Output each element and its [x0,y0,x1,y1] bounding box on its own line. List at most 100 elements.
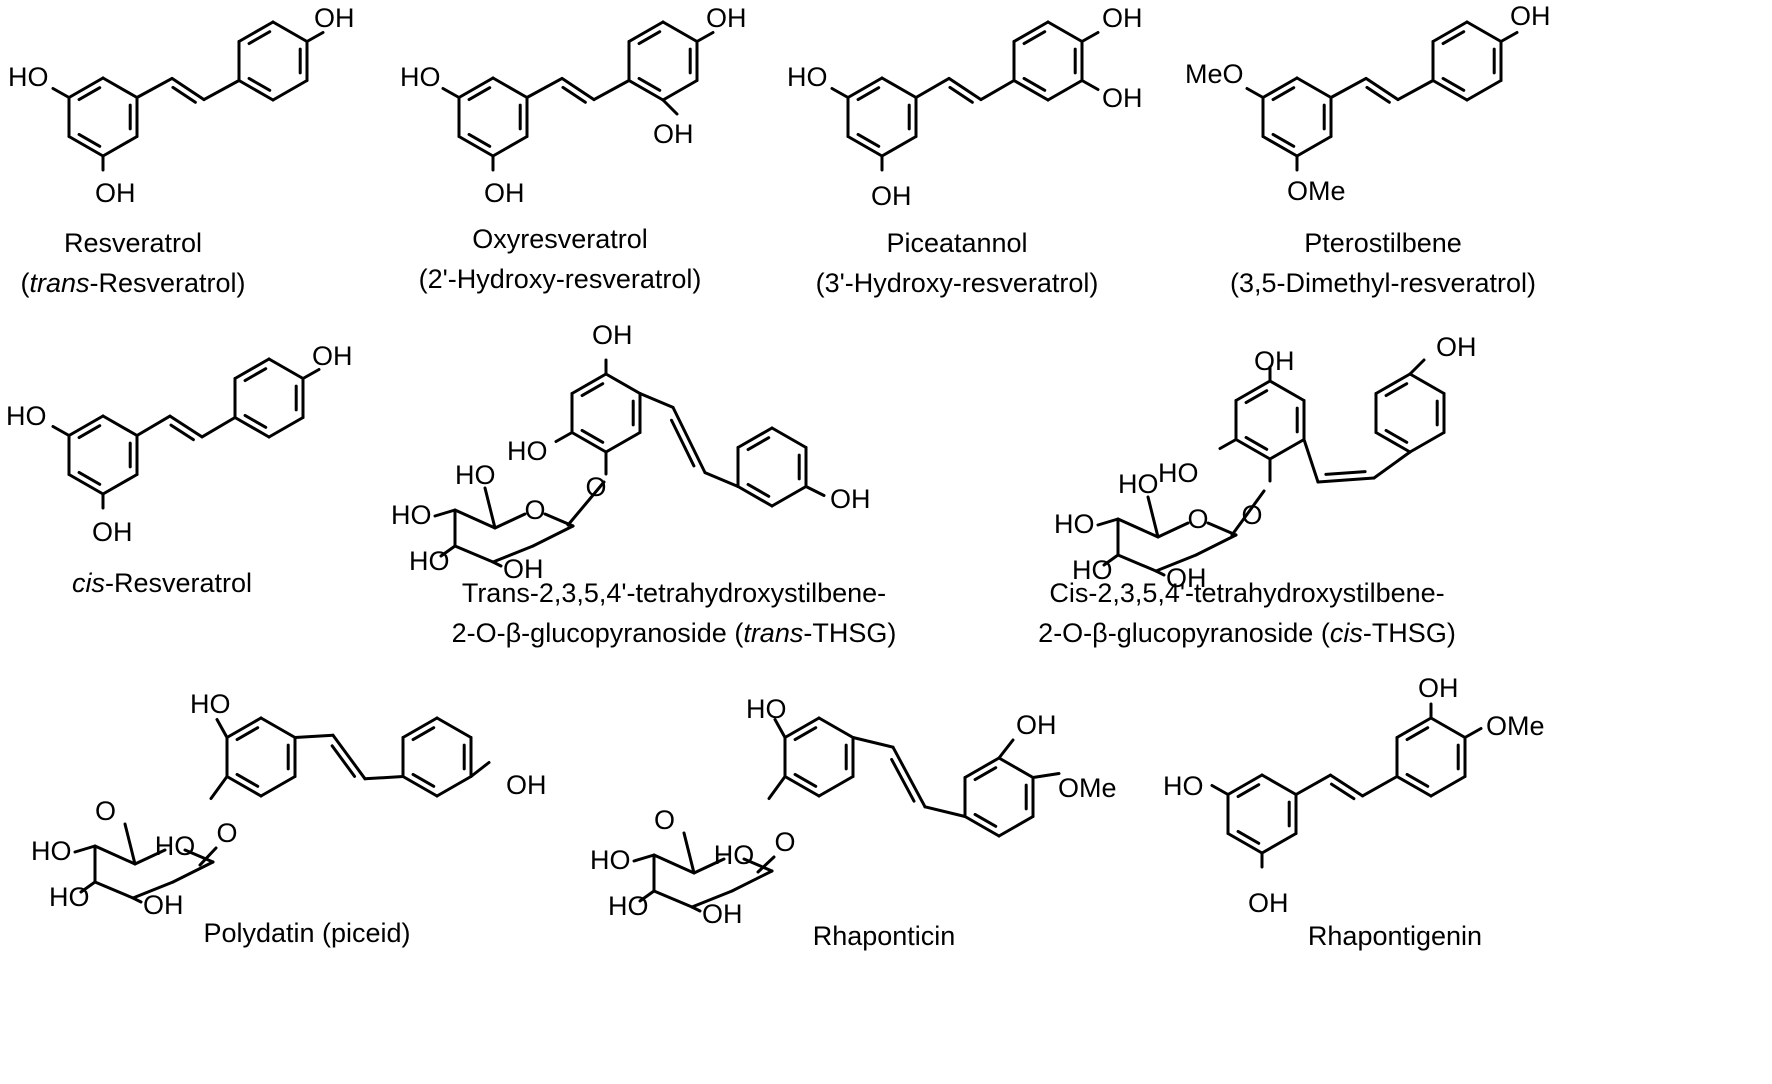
trans-thsg-atom-7: HO [409,546,450,576]
resveratrol-caption-segment: Resveratrol [64,228,202,258]
rhapontigenin-atom-3: OH [1248,888,1289,918]
rhaponticin-atom-5: O [654,805,675,835]
cis-thsg-atom-6: HO [1054,509,1095,539]
piceatannol-caption-line-0: Piceatannol [886,228,1027,258]
rhaponticin-atom-7: HO [608,891,649,921]
piceatannol-caption-line-1: (3'-Hydroxy-resveratrol) [816,268,1099,298]
trans-thsg-caption-line-0: Trans-2,3,5,4'-tetrahydroxystilbene- [462,578,886,608]
resveratrol-structure: OH HO OH Resveratrol (trans-Resveratrol) [8,3,355,298]
trans-thsg-caption-segment: 2-O-β-glucopyranoside ( [452,618,744,648]
rhapontigenin-atom-2: HO [1163,771,1204,801]
oxyresveratrol-atom-1: HO [400,62,441,92]
polydatin-atom-2: O [216,818,237,848]
cis-resveratrol-structure: OH HO OH cis-Resveratrol [6,341,353,598]
resveratrol-caption-line-0: Resveratrol [64,228,202,258]
oxyresveratrol-structure: OH HO OH OH Oxyresveratrol (2'-Hydroxy-resver… [400,3,747,294]
cis-thsg-atom-5: O [1187,504,1208,534]
trans-thsg-atom-8: OH [503,554,544,584]
pterostilbene-caption-line-0: Pterostilbene [1304,228,1462,258]
pterostilbene-caption-segment: (3,5-Dimethyl-resveratrol) [1230,268,1536,298]
resveratrol-atom-0: OH [314,3,355,33]
trans-thsg-atom-1: HO [507,436,548,466]
trans-thsg-caption-line-1: 2-O-β-glucopyranoside (trans-THSG) [452,618,897,648]
oxyresveratrol-atom-0: OH [706,3,747,33]
pterostilbene-atom-2: OMe [1287,176,1346,206]
cis-thsg-atom-4: HO [1118,469,1159,499]
rhapontigenin-atom-0: OH [1418,673,1459,703]
resveratrol-caption-line-1: (trans-Resveratrol) [20,268,245,298]
rhapontigenin-caption-segment: Rhapontigenin [1308,921,1482,951]
oxyresveratrol-caption-segment: (2'-Hydroxy-resveratrol) [419,264,702,294]
cis-resveratrol-atom-2: OH [92,517,133,547]
resveratrol-atom-1: HO [8,62,49,92]
polydatin-atom-7: OH [143,890,184,920]
cis-resveratrol-caption-segment: cis [72,568,105,598]
cis-thsg-atom-7: HO [1072,555,1113,585]
rhaponticin-caption-segment: Rhaponticin [813,921,956,951]
cis-resveratrol-atom-0: OH [312,341,353,371]
cis-thsg-atom-1: OH [1436,332,1477,362]
piceatannol-atom-0: OH [1102,3,1143,33]
resveratrol-caption-segment: -Resveratrol) [90,268,246,298]
polydatin-caption-segment: Polydatin (piceid) [203,918,410,948]
oxyresveratrol-atom-2: OH [484,178,525,208]
trans-thsg-atom-2: O [585,472,606,502]
piceatannol-atom-3: OH [871,181,912,211]
cis-thsg-caption-segment: 2-O-β-glucopyranoside ( [1038,618,1330,648]
piceatannol-caption-segment: (3'-Hydroxy-resveratrol) [816,268,1099,298]
rhaponticin-atom-8: OH [702,899,743,929]
rhaponticin-atom-1: OH [1016,710,1057,740]
resveratrol-caption-segment: trans [29,268,89,298]
piceatannol-caption-segment: Piceatannol [886,228,1027,258]
piceatannol-structure: OH OH HO OH Piceatannol (3'-Hydroxy-resveratr… [787,3,1143,298]
cis-resveratrol-caption-line-0: cis-Resveratrol [72,568,252,598]
pterostilbene-atom-1: MeO [1185,59,1244,89]
polydatin-atom-6: HO [49,882,90,912]
rhaponticin-atom-0: HO [746,694,787,724]
piceatannol-atom-1: OH [1102,83,1143,113]
trans-thsg-atom-6: HO [391,500,432,530]
rhaponticin-atom-4: HO [714,840,755,870]
polydatin-atom-1: OH [506,770,547,800]
polydatin-atom-5: HO [31,836,72,866]
cis-thsg-caption-segment: -THSG) [1363,618,1456,648]
oxyresveratrol-caption-segment: Oxyresveratrol [472,224,648,254]
rhapontigenin-caption-line-0: Rhapontigenin [1308,921,1482,951]
cis-thsg-atom-2: HO [1158,458,1199,488]
polydatin-atom-3: HO [155,831,196,861]
rhapontigenin-atom-1: OMe [1486,711,1545,741]
rhaponticin-caption-line-0: Rhaponticin [813,921,956,951]
polydatin-atom-4: O [95,796,116,826]
polydatin-atom-0: HO [190,689,231,719]
resveratrol-atom-2: OH [95,178,136,208]
pterostilbene-atom-0: OH [1510,1,1551,31]
rhaponticin-atom-6: HO [590,845,631,875]
oxyresveratrol-caption-line-1: (2'-Hydroxy-resveratrol) [419,264,702,294]
rhaponticin-atom-2: OMe [1058,773,1117,803]
trans-thsg-atom-4: HO [455,460,496,490]
trans-thsg-caption-segment: -THSG) [803,618,896,648]
cis-resveratrol-atom-1: HO [6,401,47,431]
piceatannol-atom-2: HO [787,62,828,92]
trans-thsg-caption-segment: trans [743,618,803,648]
cis-thsg-atom-8: OH [1166,563,1207,593]
trans-thsg-atom-0: OH [592,320,633,350]
pterostilbene-caption-segment: Pterostilbene [1304,228,1462,258]
trans-thsg-atom-5: O [524,495,545,525]
resveratrol-caption-segment: ( [20,268,29,298]
trans-thsg-caption-segment: Trans-2,3,5,4'-tetrahydroxystilbene- [462,578,886,608]
cis-thsg-atom-0: OH [1254,346,1295,376]
oxyresveratrol-atom-3: OH [653,119,694,149]
trans-thsg-atom-3: OH [830,484,871,514]
cis-thsg-caption-segment: cis [1330,618,1363,648]
cis-thsg-caption-segment: Cis-2,3,5,4'-tetrahydroxystilbene- [1049,578,1444,608]
pterostilbene-caption-line-1: (3,5-Dimethyl-resveratrol) [1230,268,1536,298]
oxyresveratrol-caption-line-0: Oxyresveratrol [472,224,648,254]
